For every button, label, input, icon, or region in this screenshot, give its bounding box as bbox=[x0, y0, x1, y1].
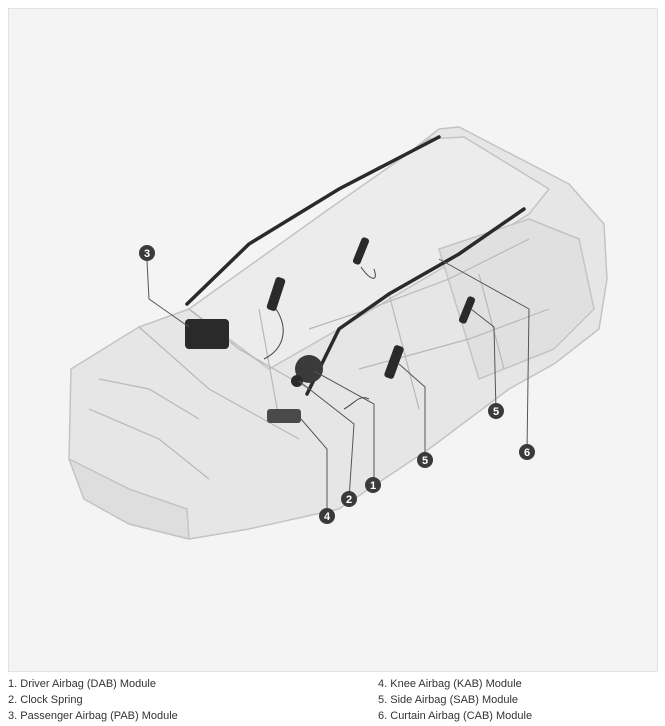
callout-1: 1 bbox=[365, 477, 381, 493]
airbag-wiring bbox=[263, 266, 376, 410]
svg-text:5: 5 bbox=[422, 455, 428, 467]
leader-1 bbox=[313, 370, 375, 485]
side-airbag-module bbox=[384, 345, 404, 379]
airbag-system-diagram: 1 2 3 4 5 5 6 bbox=[8, 8, 658, 672]
legend-number: 5. bbox=[378, 694, 388, 706]
legend-item-6: 6. Curtain Airbag (CAB) Module bbox=[378, 708, 532, 724]
leader-5b bbox=[470, 308, 497, 412]
rear-side-airbag-module bbox=[266, 277, 286, 311]
clock-spring bbox=[291, 375, 303, 387]
legend-number: 6. bbox=[378, 710, 388, 722]
vehicle-body-illustration: 1 2 3 4 5 5 6 bbox=[68, 126, 608, 540]
svg-text:1: 1 bbox=[370, 480, 376, 492]
svg-text:2: 2 bbox=[346, 494, 352, 506]
legend-item-4: 4. Knee Airbag (KAB) Module bbox=[378, 676, 522, 692]
leader-6 bbox=[438, 258, 530, 452]
svg-text:4: 4 bbox=[324, 511, 331, 523]
callout-4: 4 bbox=[319, 508, 335, 524]
legend-number: 3. bbox=[8, 710, 18, 722]
legend-item-5: 5. Side Airbag (SAB) Module bbox=[378, 692, 518, 708]
curtain-airbag-rails bbox=[185, 135, 526, 396]
callout-leaders bbox=[146, 258, 530, 514]
callout-5: 5 bbox=[417, 452, 433, 468]
leader-3 bbox=[146, 260, 190, 328]
rear-side-airbag-module-2 bbox=[352, 237, 370, 265]
steering-wheel-airbag bbox=[295, 355, 323, 383]
legend-item-2: 2. Clock Spring bbox=[8, 692, 83, 708]
passenger-airbag-module bbox=[185, 319, 229, 349]
legend-item-1: 1. Driver Airbag (DAB) Module bbox=[8, 676, 156, 692]
airbag-modules bbox=[185, 237, 476, 423]
legend-label: Passenger Airbag (PAB) Module bbox=[20, 710, 178, 722]
legend-number: 2. bbox=[8, 694, 18, 706]
leader-2 bbox=[298, 380, 355, 500]
callout-5-rear: 5 bbox=[488, 403, 504, 419]
legend-label: Curtain Airbag (CAB) Module bbox=[390, 710, 533, 722]
legend-number: 4. bbox=[378, 678, 388, 690]
callout-3: 3 bbox=[139, 245, 155, 261]
leader-4 bbox=[300, 418, 328, 514]
knee-airbag-module bbox=[267, 409, 301, 423]
legend-number: 1. bbox=[8, 678, 18, 690]
leader-5 bbox=[398, 363, 426, 459]
legend-item-3: 3. Passenger Airbag (PAB) Module bbox=[8, 708, 178, 724]
legend-label: Side Airbag (SAB) Module bbox=[390, 694, 519, 706]
legend-label: Knee Airbag (KAB) Module bbox=[390, 678, 522, 690]
svg-text:5: 5 bbox=[493, 406, 499, 418]
legend-label: Clock Spring bbox=[20, 694, 83, 706]
side-airbag-module-rear bbox=[458, 296, 476, 324]
legend-label: Driver Airbag (DAB) Module bbox=[20, 678, 156, 690]
svg-text:3: 3 bbox=[144, 248, 150, 260]
svg-text:6: 6 bbox=[524, 447, 530, 459]
callout-2: 2 bbox=[341, 491, 357, 507]
callout-6: 6 bbox=[519, 444, 535, 460]
